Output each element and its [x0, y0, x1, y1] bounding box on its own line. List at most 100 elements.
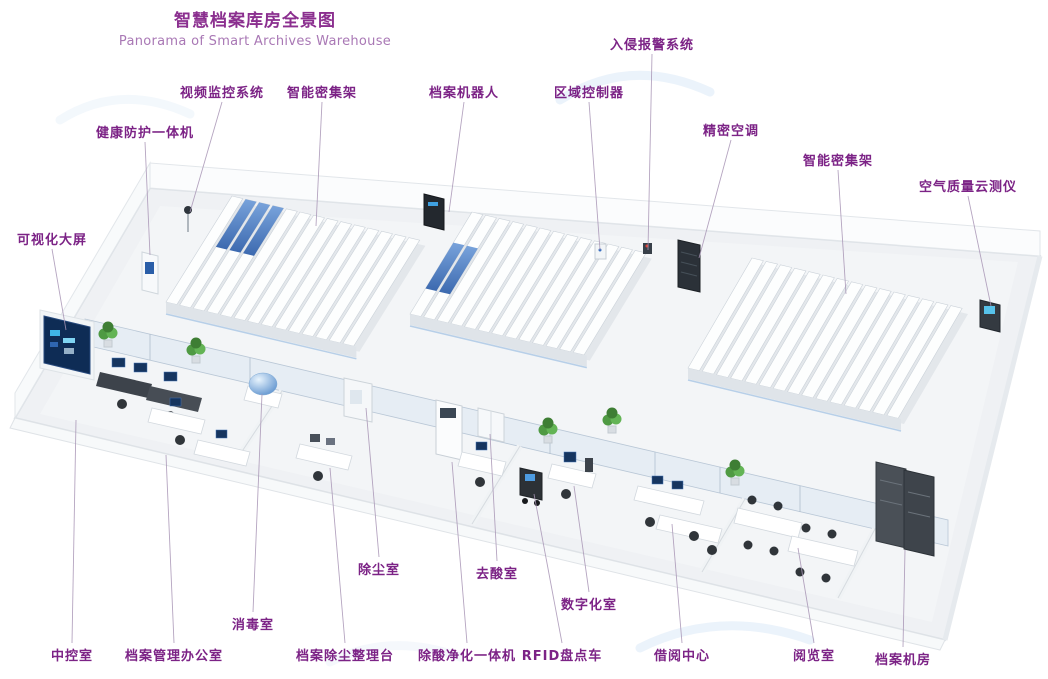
air-quality-meter-device — [979, 299, 1001, 333]
plants — [98, 321, 745, 486]
shelf-blue-panel — [243, 205, 284, 256]
leader-line — [51, 248, 67, 331]
label-intrusion-alarm: 入侵报警系统 — [609, 38, 695, 53]
shelf-blue-panel — [229, 202, 271, 253]
label-borrowing-center: 借阅中心 — [653, 649, 711, 664]
dust-removal-cabinet — [343, 377, 373, 423]
shelf-unit — [165, 195, 244, 305]
leader-line — [647, 53, 653, 251]
zone-controller-panel — [594, 243, 607, 260]
leader-line — [448, 101, 465, 213]
archive-office-desks — [147, 397, 251, 467]
plant-icon — [98, 321, 118, 348]
label-archive-robot: 档案机器人 — [428, 86, 500, 101]
cluster-front-band — [166, 302, 357, 358]
label-rfid-cart: RFID盘点车 — [521, 649, 603, 664]
label-air-quality-meter: 空气质量云测仪 — [918, 180, 1018, 195]
shelf-unit — [843, 295, 921, 409]
health-station-kiosk — [141, 251, 159, 295]
shelf-rail — [409, 325, 587, 369]
leader-line — [533, 493, 563, 644]
visualization-screen — [39, 309, 95, 381]
shelf-unit — [477, 227, 552, 333]
leader-line — [489, 433, 498, 562]
leader-line — [365, 407, 380, 558]
shelf-rail — [165, 313, 357, 360]
intrusion-alarm-device — [643, 243, 652, 254]
workstation-desk — [457, 441, 507, 487]
label-video-surveillance: 视频监控系统 — [179, 86, 265, 101]
cluster-front-band — [410, 314, 587, 367]
server-racks — [875, 461, 935, 557]
label-health-station: 健康防护一体机 — [95, 126, 195, 141]
shelf-blue-panel — [439, 245, 478, 295]
label-digitization-room: 数字化室 — [560, 598, 618, 613]
shelf-unit — [504, 234, 579, 340]
plant-icon — [725, 459, 745, 486]
cluster-front-band — [688, 368, 901, 430]
shelf-unit — [572, 250, 647, 356]
shelf-unit — [436, 218, 511, 324]
shelf-blue-panel — [425, 242, 465, 292]
precision-ac-unit — [677, 239, 701, 293]
label-server-room: 档案机房 — [874, 653, 932, 668]
label-visual-screen: 可视化大屏 — [16, 233, 88, 248]
shelf-unit — [287, 224, 366, 334]
archive-robot-unit — [423, 193, 445, 231]
shelf-unit — [857, 298, 935, 412]
leader-line — [252, 393, 263, 613]
leader-line — [189, 101, 223, 213]
leader-lines — [51, 53, 992, 648]
rfid-cart-unit — [519, 467, 543, 506]
shelf-unit — [786, 281, 864, 395]
borrowing-center-desks — [633, 475, 723, 555]
label-archive-office: 档案管理办公室 — [124, 649, 224, 664]
leader-line — [837, 169, 847, 295]
leader-line — [573, 485, 590, 593]
label-reading-room: 阅览室 — [792, 649, 836, 664]
deacid-room-cabinet — [477, 407, 505, 443]
leader-line — [902, 549, 906, 648]
plant-icon — [602, 407, 622, 434]
label-disinfection-room: 消毒室 — [231, 618, 275, 633]
label-central-control-room: 中控室 — [50, 649, 94, 664]
leader-line — [165, 454, 175, 644]
label-smart-shelving-right: 智能密集架 — [802, 154, 874, 169]
shelf-blue-panel — [215, 199, 257, 250]
leader-line — [967, 195, 992, 307]
sterilizer-dome — [243, 372, 283, 409]
back-wall — [9, 161, 1043, 651]
label-deacid-purifier: 除酸净化一体机 — [417, 649, 517, 664]
leader-line — [588, 101, 601, 251]
leader-line — [71, 419, 77, 644]
plant-icon — [538, 417, 558, 444]
label-precision-ac: 精密空调 — [702, 124, 760, 139]
leader-line — [698, 139, 732, 259]
label-zone-controller: 区域控制器 — [553, 86, 625, 101]
watermark — [55, 70, 815, 667]
shelf-unit — [545, 243, 620, 349]
leader-line — [671, 523, 683, 644]
shelf-unit — [463, 224, 538, 330]
dust-sorting-table — [295, 434, 353, 481]
shelf-unit — [531, 240, 606, 346]
reading-room-tables — [733, 495, 859, 583]
shelf-rail — [687, 379, 902, 432]
label-deacidification-room: 去酸室 — [475, 567, 519, 582]
leader-line — [329, 467, 346, 644]
digitization-desk — [547, 451, 597, 499]
label-smart-shelving-left: 智能密集架 — [286, 86, 358, 101]
shelf-unit — [715, 264, 793, 378]
shelf-unit — [701, 261, 779, 375]
compact-shelving-clusters — [165, 195, 968, 432]
leader-line — [451, 461, 468, 644]
leader-line — [315, 101, 323, 227]
label-dust-sorting-table: 档案除尘整理台 — [295, 649, 395, 664]
plant-icon — [186, 337, 206, 364]
deacid-purifier-machine — [435, 399, 463, 461]
leader-line — [797, 547, 815, 644]
leader-line — [144, 141, 151, 256]
shelf-unit — [219, 208, 298, 318]
